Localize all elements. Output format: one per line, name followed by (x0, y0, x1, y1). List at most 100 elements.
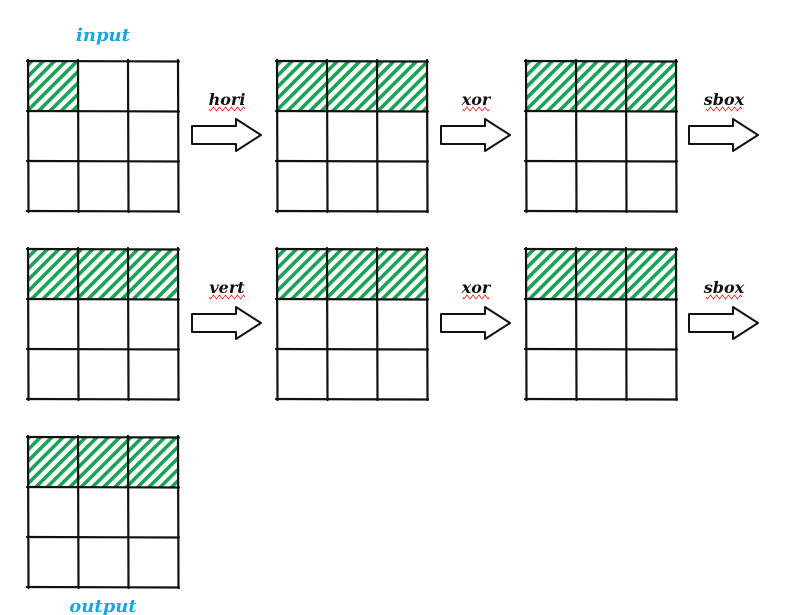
grid-line (275, 58, 279, 214)
grid-row2-after-vert (274, 246, 430, 402)
op-xor-2-label: xor (461, 278, 492, 297)
shaded-cell (526, 61, 576, 111)
grid-line (25, 535, 181, 539)
grid-line (25, 435, 181, 439)
spellcheck-squiggle (208, 294, 246, 300)
grid-line (25, 159, 181, 163)
shaded-cell (277, 249, 327, 299)
spellcheck-squiggle (462, 294, 490, 300)
grid-cell (327, 299, 377, 349)
shaded-cell (626, 249, 676, 299)
spellcheck-squiggle (462, 106, 490, 112)
grid-cell (327, 161, 377, 211)
grid-cell (626, 299, 676, 349)
grid-cell (277, 111, 327, 161)
grid-cell (576, 111, 626, 161)
grid-line (524, 246, 528, 402)
grid-cell (377, 349, 427, 399)
op-vert-label: vert (209, 278, 245, 297)
grid-row2-after-xor (523, 246, 679, 402)
grid-cell (78, 487, 128, 537)
grid-line (624, 58, 628, 214)
arrow-shape (688, 118, 759, 152)
shaded-cell (576, 61, 626, 111)
grid-cell (28, 161, 78, 211)
grid-cell (526, 349, 576, 399)
grid-cell (78, 349, 128, 399)
shaded-cell (128, 437, 178, 487)
grid-cell (78, 61, 128, 111)
grid-line (25, 397, 181, 401)
shaded-cell (78, 249, 128, 299)
grid-line (126, 246, 130, 402)
op-xor-1-label: xor (461, 90, 492, 109)
grid-line (523, 247, 679, 251)
shaded-cell (28, 437, 78, 487)
grid-cell (28, 299, 78, 349)
arrow-shape (440, 306, 511, 340)
grid-line (523, 297, 679, 301)
op-hori-arrow: hori (191, 90, 262, 152)
arrow-shape (191, 118, 262, 152)
grid-row2-start (25, 246, 181, 402)
grid-cell (128, 61, 178, 111)
shaded-cell (576, 249, 626, 299)
grid-line (375, 246, 379, 402)
op-sbox-1-arrow: sbox (688, 90, 759, 152)
shaded-cell (28, 249, 78, 299)
grid-cell (626, 111, 676, 161)
grid-input (25, 58, 181, 214)
grid-line (26, 58, 30, 214)
grid-cell (128, 299, 178, 349)
grid-cell (526, 299, 576, 349)
op-xor-1-arrow: xor (440, 90, 511, 152)
grid-cell (576, 349, 626, 399)
grid-cell (28, 349, 78, 399)
output-label: output (69, 596, 137, 615)
grid-line (176, 434, 180, 590)
grid-line (523, 397, 679, 401)
arrow-shape (688, 306, 759, 340)
grid-line (425, 58, 429, 214)
grid-line (76, 246, 80, 402)
grid-line (176, 58, 180, 214)
grid-line (25, 59, 181, 63)
grid-cell (128, 161, 178, 211)
grid-line (274, 159, 430, 163)
grid-cell (377, 299, 427, 349)
grid-line (176, 246, 180, 402)
grid-line (523, 159, 679, 163)
grid-row1-after-hori (274, 58, 430, 214)
op-sbox-1-label: sbox (703, 90, 745, 109)
grid-cell (526, 161, 576, 211)
grid-cell (78, 111, 128, 161)
arrow-shape (191, 306, 262, 340)
grid-line (375, 58, 379, 214)
shaded-cell (327, 61, 377, 111)
grid-output (25, 434, 181, 590)
grid-line (674, 246, 678, 402)
grid-cell (28, 537, 78, 587)
grid-cell (128, 487, 178, 537)
grid-line (674, 58, 678, 214)
grid-line (26, 246, 30, 402)
grid-line (25, 585, 181, 589)
grid-line (524, 58, 528, 214)
grid-cell (128, 111, 178, 161)
grid-cell (28, 111, 78, 161)
grid-line (523, 347, 679, 351)
grid-cell (277, 299, 327, 349)
grid-line (274, 209, 430, 213)
grid-cell (78, 299, 128, 349)
grid-line (76, 58, 80, 214)
grid-cell (576, 161, 626, 211)
grid-line (325, 246, 329, 402)
grid-line (126, 58, 130, 214)
spellcheck-squiggle (705, 294, 743, 300)
grid-cell (128, 349, 178, 399)
grid-line (274, 59, 430, 63)
grid-line (523, 109, 679, 113)
grid-line (624, 246, 628, 402)
grid-cell (78, 537, 128, 587)
